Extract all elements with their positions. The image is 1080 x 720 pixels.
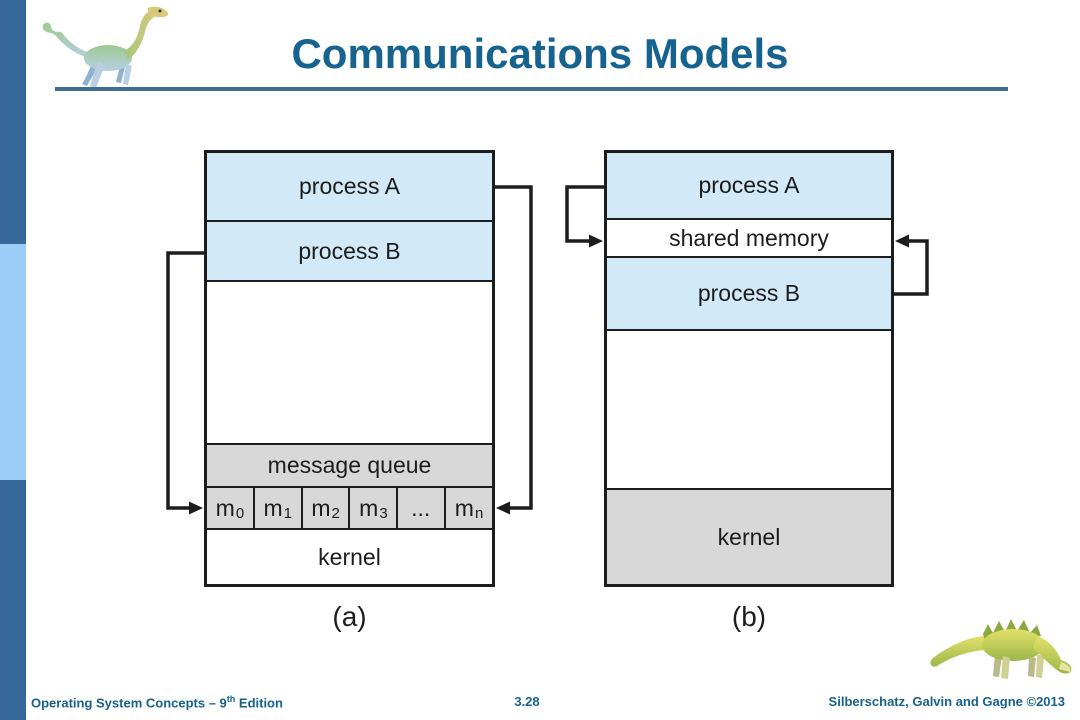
caption-b: (b) [731,601,767,632]
diagram-shared-memory: process A shared memory process B kernel [604,150,894,587]
shared-memory-band: shared memory [607,220,891,258]
sidebar-accent-middle [0,244,26,480]
process-b-band: process B [207,222,492,282]
kernel-band: kernel [207,530,492,584]
footer-book-title: Operating System Concepts – 9th Edition [31,694,283,711]
kernel-band: kernel [607,490,891,584]
process-a-band: process A [607,153,891,220]
title-underline [55,87,1008,91]
empty-space [207,282,492,445]
dinosaur-figure-icon [925,592,1075,697]
sidebar-accent-top [0,0,26,244]
dinosaur-logo-icon [36,4,176,94]
footer-authors: Silberschatz, Galvin and Gagne ©2013 [828,694,1065,709]
message-cell-ellipsis: ... [398,488,447,528]
sidebar-accent-bottom [0,480,26,720]
slide-number: 3.28 [514,694,540,709]
process-a-band: process A [207,153,492,222]
process-b-band: process B [607,258,891,331]
page-title: Communications Models [291,30,789,77]
empty-space [607,331,891,490]
caption-a: (a) [332,601,367,632]
message-queue-band: message queue [207,445,492,488]
